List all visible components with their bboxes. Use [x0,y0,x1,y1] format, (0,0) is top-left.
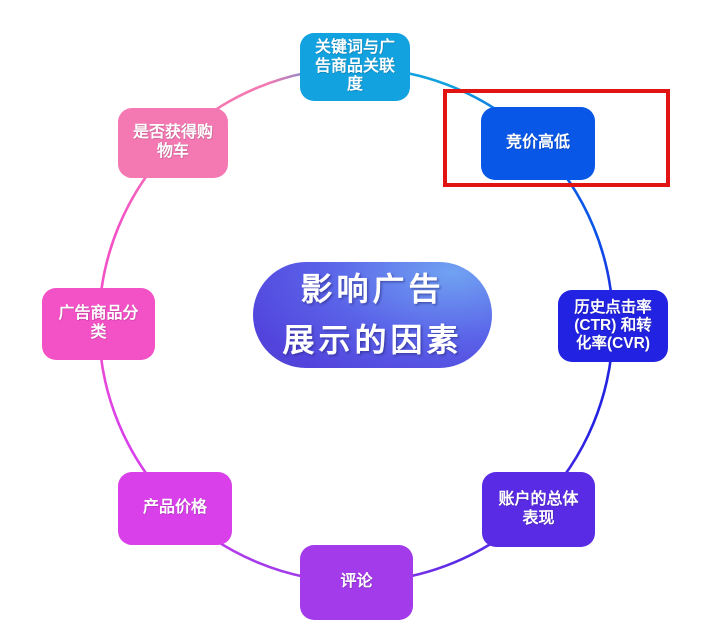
answer-highlight-box [443,89,670,187]
node-bid-level: 竞价高低 [481,107,595,180]
node-reviews: 评论 [300,545,413,620]
node-ctr-cvr: 历史点击率 (CTR) 和转 化率(CVR) [558,290,668,362]
node-product-price: 产品价格 [118,472,232,545]
node-account-performance: 账户的总体 表现 [482,472,595,547]
center-topic: 影响广告 展示的因素 [253,262,492,368]
node-buy-box: 是否获得购 物车 [118,108,228,178]
node-product-category: 广告商品分 类 [42,288,155,360]
node-keyword-relevance: 关键词与广 告商品关联 度 [300,33,410,101]
